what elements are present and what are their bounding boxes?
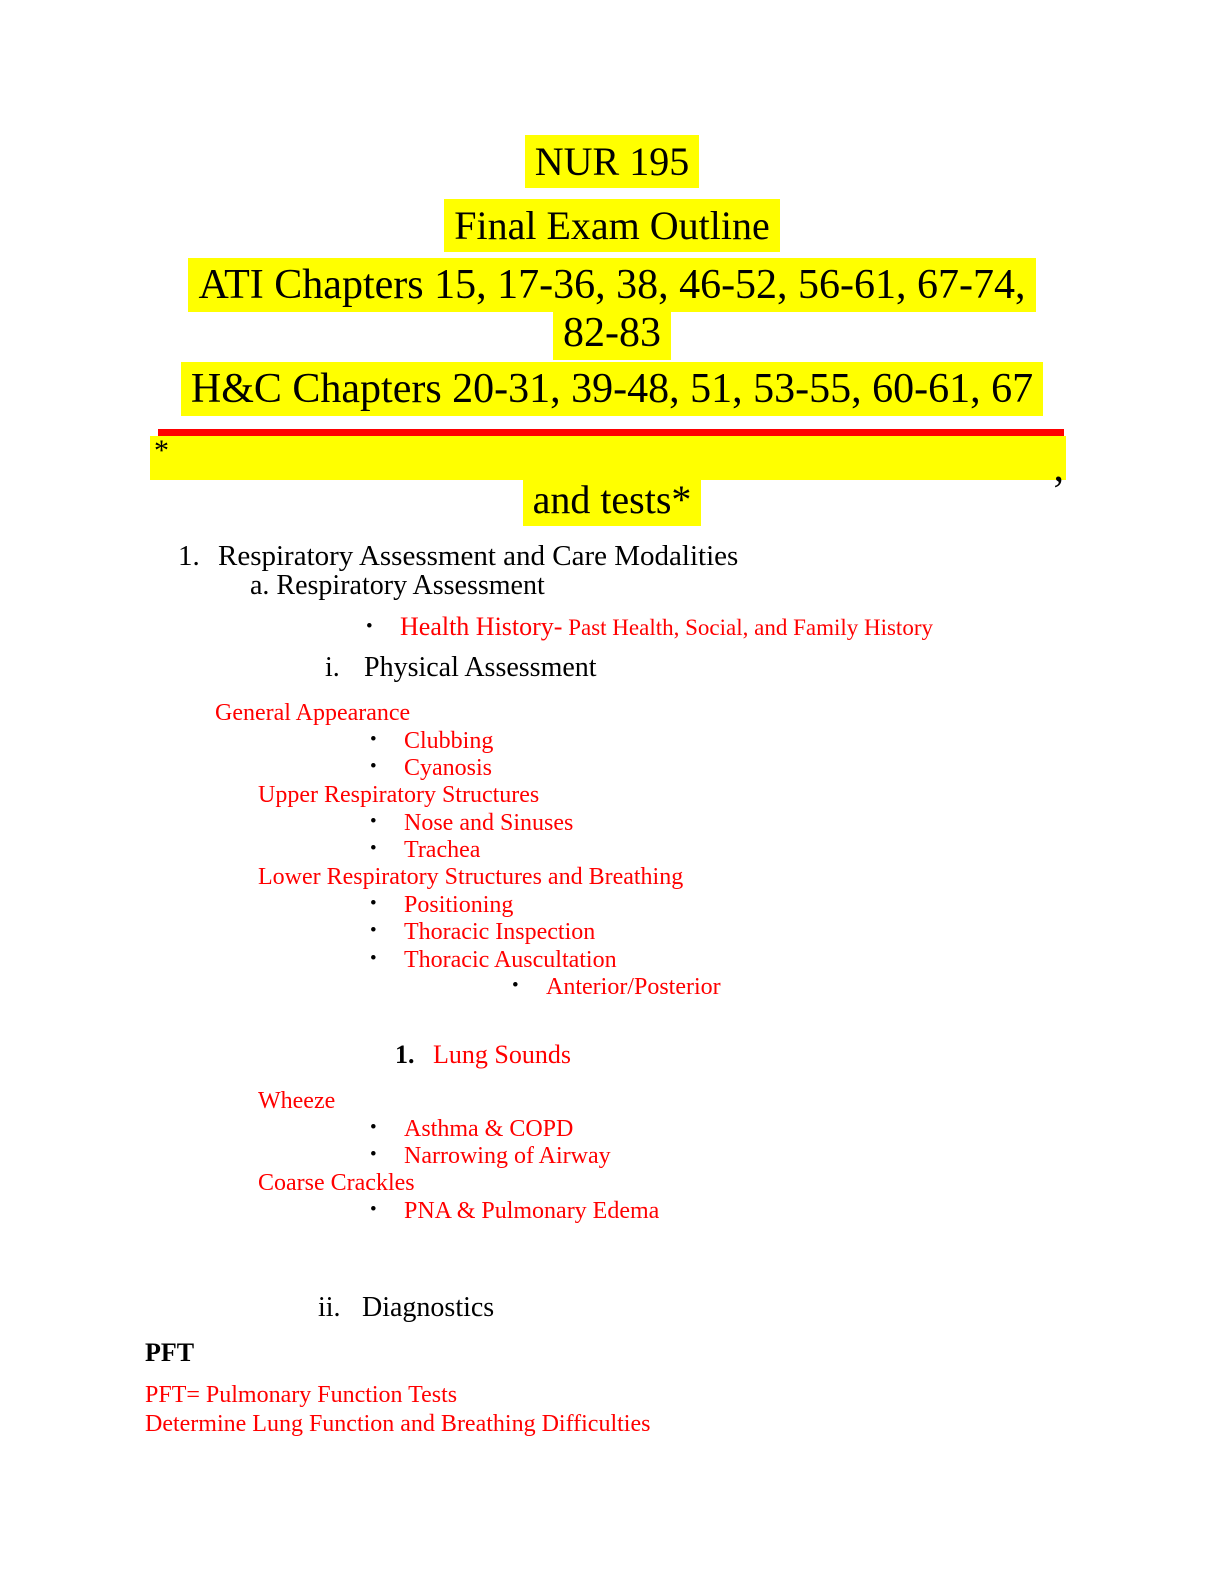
document-subtitle: Final Exam Outline <box>0 199 1224 252</box>
pft-purpose: Determine Lung Function and Breathing Di… <box>145 1411 650 1439</box>
tests-note-text: and tests* <box>522 473 702 526</box>
coarse-crackles-heading: Coarse Crackles <box>258 1170 415 1198</box>
wheeze-text: Wheeze <box>258 1088 336 1114</box>
bullet-icon: • <box>370 893 377 914</box>
positioning-item: • Positioning <box>370 892 513 920</box>
lung-sounds-number: 1. <box>395 1040 415 1069</box>
outline-item-1: 1. Respiratory Assessment and Care Modali… <box>178 540 738 573</box>
health-history-item: • Health History- Past Health, Social, an… <box>366 612 933 642</box>
redacted-asterisk: * <box>154 434 169 467</box>
outline-item-1-title: Respiratory Assessment and Care Modaliti… <box>218 540 739 572</box>
outline-item-1-number: 1. <box>178 540 200 572</box>
general-appearance-text: General Appearance <box>215 700 411 726</box>
general-appearance-heading: General Appearance <box>215 700 410 728</box>
trachea-text: Trachea <box>404 837 481 863</box>
pft-heading: PFT <box>145 1338 194 1368</box>
wheeze-heading: Wheeze <box>258 1088 335 1116</box>
bullet-icon: • <box>370 756 377 777</box>
redacted-highlight-block: * , <box>150 434 1066 491</box>
bullet-icon: • <box>370 811 377 832</box>
hc-chapters-line-text: H&C Chapters 20-31, 39-48, 51, 53-55, 60… <box>180 362 1044 416</box>
red-rule <box>158 429 1064 436</box>
redacted-comma: , <box>1053 445 1065 491</box>
bullet-icon: • <box>366 616 373 637</box>
outline-item-i: i. Physical Assessment <box>325 652 597 684</box>
pft-definition-text: PFT= Pulmonary Function Tests <box>145 1382 458 1408</box>
ati-chapters-line2: 82-83 <box>0 306 1224 360</box>
outline-item-i-number: i. <box>325 652 340 683</box>
lower-respiratory-text: Lower Respiratory Structures and Breathi… <box>258 864 684 890</box>
thoracic-inspection-item: • Thoracic Inspection <box>370 919 595 947</box>
hc-chapters-line: H&C Chapters 20-31, 39-48, 51, 53-55, 60… <box>0 362 1224 416</box>
lung-sounds-item: 1. Lung Sounds <box>395 1040 571 1070</box>
anterior-posterior-text: Anterior/Posterior <box>546 974 721 1000</box>
bullet-icon: • <box>370 1117 377 1138</box>
asthma-copd-item: • Asthma & COPD <box>370 1116 573 1144</box>
bullet-icon: • <box>370 1199 377 1220</box>
course-title: NUR 195 <box>0 135 1224 188</box>
course-title-text: NUR 195 <box>524 135 700 188</box>
outline-item-ii: ii. Diagnostics <box>318 1292 494 1324</box>
narrowing-airway-text: Narrowing of Airway <box>404 1143 611 1169</box>
positioning-text: Positioning <box>404 892 514 918</box>
ati-chapters-line2-text: 82-83 <box>553 306 671 360</box>
clubbing-item: • Clubbing <box>370 728 493 756</box>
cyanosis-item: • Cyanosis <box>370 755 492 783</box>
bullet-icon: • <box>370 920 377 941</box>
thoracic-inspection-text: Thoracic Inspection <box>404 919 596 945</box>
upper-respiratory-heading: Upper Respiratory Structures <box>258 782 539 810</box>
lower-respiratory-heading: Lower Respiratory Structures and Breathi… <box>258 864 683 892</box>
outline-item-ii-number: ii. <box>318 1292 341 1323</box>
lung-sounds-text: Lung Sounds <box>433 1040 571 1069</box>
cyanosis-text: Cyanosis <box>404 755 493 781</box>
ati-chapters-line1-text: ATI Chapters 15, 17-36, 38, 46-52, 56-61… <box>188 258 1036 312</box>
nose-sinuses-text: Nose and Sinuses <box>404 810 574 836</box>
ati-chapters-line1: ATI Chapters 15, 17-36, 38, 46-52, 56-61… <box>0 258 1224 312</box>
bullet-icon: • <box>370 729 377 750</box>
anterior-posterior-item: • Anterior/Posterior <box>512 974 721 1002</box>
trachea-item: • Trachea <box>370 837 480 865</box>
bullet-icon: • <box>370 838 377 859</box>
health-history-rest: Past Health, Social, and Family History <box>568 615 933 640</box>
upper-respiratory-text: Upper Respiratory Structures <box>258 782 540 808</box>
pft-purpose-text: Determine Lung Function and Breathing Di… <box>145 1411 651 1437</box>
outline-item-1a: a. Respiratory Assessment <box>250 570 545 602</box>
outline-item-1a-title: a. Respiratory Assessment <box>250 570 545 601</box>
pft-definition: PFT= Pulmonary Function Tests <box>145 1382 457 1410</box>
outline-item-i-title: Physical Assessment <box>364 652 597 683</box>
pna-edema-item: • PNA & Pulmonary Edema <box>370 1198 659 1226</box>
clubbing-text: Clubbing <box>404 728 494 754</box>
narrowing-airway-item: • Narrowing of Airway <box>370 1143 611 1171</box>
nose-sinuses-item: • Nose and Sinuses <box>370 810 573 838</box>
outline-item-ii-title: Diagnostics <box>362 1292 495 1323</box>
bullet-icon: • <box>370 948 377 969</box>
coarse-crackles-text: Coarse Crackles <box>258 1170 415 1196</box>
bullet-icon: • <box>370 1144 377 1165</box>
thoracic-auscultation-text: Thoracic Auscultation <box>404 947 617 973</box>
document-subtitle-text: Final Exam Outline <box>444 199 780 252</box>
health-history-lead: Health History- <box>400 612 563 641</box>
tests-note-line: and tests* <box>0 473 1224 526</box>
bullet-icon: • <box>512 975 519 996</box>
asthma-copd-text: Asthma & COPD <box>404 1116 574 1142</box>
pft-heading-text: PFT <box>145 1338 195 1367</box>
pna-edema-text: PNA & Pulmonary Edema <box>404 1198 660 1224</box>
thoracic-auscultation-item: • Thoracic Auscultation <box>370 947 617 975</box>
